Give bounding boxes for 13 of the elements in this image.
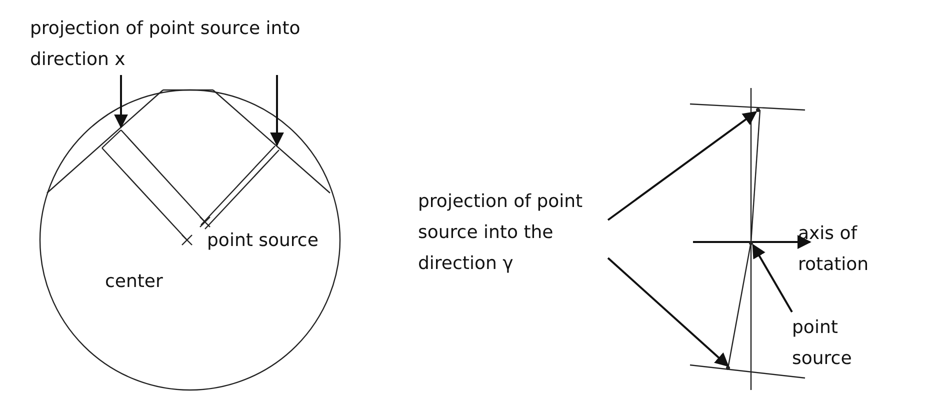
- part-label: center: [105, 270, 164, 294]
- leader-arrow: [607, 111, 758, 221]
- point-dot: [749, 241, 753, 245]
- point-dot: [726, 366, 730, 370]
- annotation-text: projection of point source into the direction γ: [418, 186, 608, 279]
- leader-arrow: [752, 244, 793, 312]
- annotation-text: point source: [792, 312, 882, 374]
- annotation-text: projection of point source into direction x: [30, 13, 370, 75]
- point-dot: [756, 108, 760, 112]
- part-label: point source: [207, 229, 320, 253]
- leader-arrow: [114, 75, 128, 128]
- leader-arrow: [607, 257, 730, 367]
- leader-arrow: [270, 75, 284, 146]
